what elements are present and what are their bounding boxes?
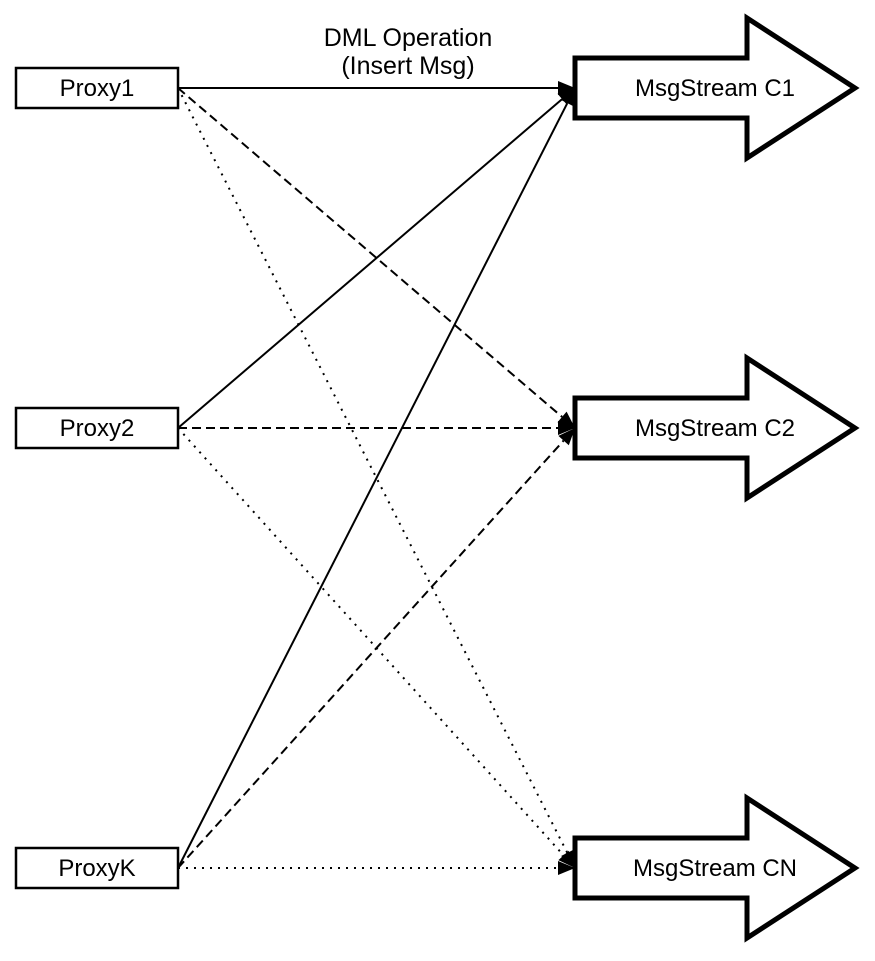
arrowhead-proxyk-c2: [558, 428, 575, 446]
connection-proxy2-cn-dotted: [177, 427, 565, 857]
msgstream-c1-node: MsgStream C1: [572, 13, 860, 163]
msgstream-c2-node: MsgStream C2: [572, 353, 860, 503]
proxy1-node: Proxy1: [14, 66, 180, 110]
connection-proxy2-c1-solid: [177, 98, 563, 429]
proxyk-box: [14, 846, 180, 890]
proxy1-box: [14, 66, 180, 110]
proxyk-node: ProxyK: [14, 846, 180, 890]
connection-edges: [177, 81, 575, 875]
arrowhead-proxy1-c2: [557, 411, 575, 428]
arrowhead-proxyk-c1: [561, 88, 575, 107]
msgstream-cn-arrow-shape: [572, 793, 860, 943]
connection-proxyk-c2-dashed: [177, 439, 565, 869]
msgstream-cn-node: MsgStream CN: [572, 793, 860, 943]
msgstream-c2-arrow-shape: [572, 353, 860, 503]
proxyk-label: ProxyK: [58, 855, 135, 882]
msgstream-c1-label: MsgStream C1: [635, 75, 795, 102]
proxy2-box: [14, 406, 180, 450]
connection-proxy1-cn-dotted: [177, 87, 569, 854]
proxy2-label: Proxy2: [60, 415, 135, 442]
dml-operation-label-line1: DML Operation: [324, 24, 493, 52]
msgstream-c1-arrow-shape: [572, 13, 860, 163]
proxy1-label: Proxy1: [60, 75, 135, 102]
msgstream-cn-label: MsgStream CN: [633, 855, 797, 882]
proxy2-node: Proxy2: [14, 406, 180, 450]
arrowhead-proxy1-c1: [558, 81, 575, 95]
msgstream-c2-label: MsgStream C2: [635, 415, 795, 442]
dml-operation-label-line2: (Insert Msg): [341, 52, 474, 80]
arrowhead-proxy2-c2: [558, 421, 575, 435]
connection-proxy1-c2-dashed: [177, 87, 563, 418]
connection-proxyk-c1-solid: [177, 102, 569, 869]
arrowhead-proxy2-cn: [558, 850, 575, 868]
arrowhead-proxyk-cn: [558, 861, 575, 875]
